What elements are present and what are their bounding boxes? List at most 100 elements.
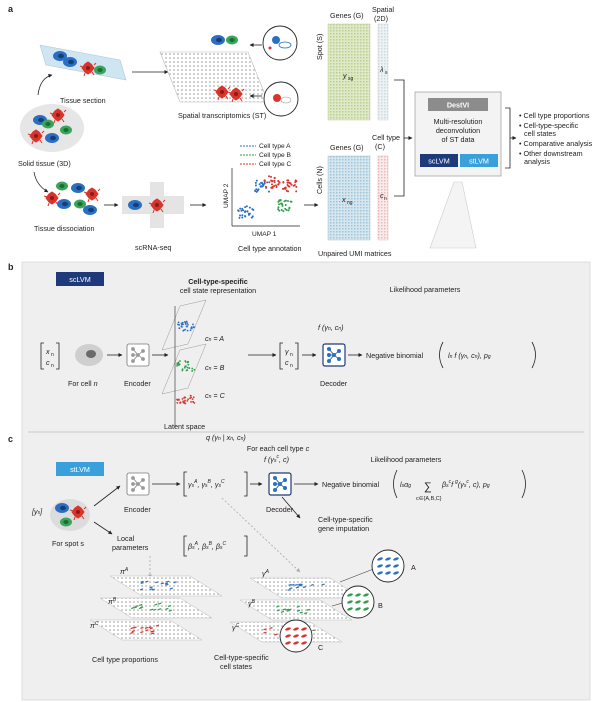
umap-point [287, 179, 290, 182]
cell-state-line2: cell state representation [180, 286, 256, 295]
umap-point [279, 202, 282, 205]
output-2b: cell states [524, 129, 556, 138]
magnified-cell [355, 600, 361, 604]
likelihood-b-label: Likelihood parameters [390, 285, 461, 294]
state-mark [289, 587, 293, 590]
umap-point [239, 214, 242, 217]
gamma-vector: γsA, γsB, γsC [188, 479, 225, 489]
encoder-c-icon [126, 472, 150, 496]
tissue-section-icon [39, 44, 127, 81]
y-sg-label: y [342, 71, 347, 80]
state-mark [310, 583, 314, 586]
x-ng-sub: ng [347, 200, 353, 206]
outputs-list: • Cell type proportions • Cell-type-spec… [519, 111, 593, 166]
legend-type-b: Cell type B [259, 152, 291, 159]
scrna-seq-label: scRNA-seq [135, 243, 171, 252]
sum-symbol: ∑ [424, 481, 432, 493]
umap-point [244, 215, 247, 218]
lambda-s-sub: s [385, 70, 388, 76]
decoder-c-icon [268, 472, 292, 496]
panel-a-letter: a [8, 4, 14, 14]
cell-type-c-line1: Cell type [372, 133, 400, 142]
latent-point [185, 325, 188, 328]
latent-point [191, 398, 194, 401]
latent-point [176, 401, 179, 404]
latent-point [187, 363, 190, 366]
proportion-mark [145, 629, 149, 632]
input-c: c [46, 358, 50, 367]
latent-point [184, 323, 187, 325]
spot-icon [50, 499, 90, 531]
proportion-mark [155, 624, 160, 627]
spatial-2d-line1: Spatial [372, 5, 394, 14]
umap-point [254, 190, 257, 193]
pi-b-label: πB [108, 597, 117, 606]
tissue-section-label: Tissue section [60, 96, 106, 105]
pi-a-label: πA [120, 567, 129, 576]
magnified-cell [293, 627, 299, 631]
state-mark [263, 631, 267, 634]
latent-point [181, 368, 184, 371]
panel-b-letter: b [8, 262, 14, 272]
genes-bottom-label: Genes (G) [330, 143, 364, 152]
destvi-desc-2: deconvolution [436, 126, 480, 135]
umap-point [270, 186, 273, 189]
umap-point [248, 206, 251, 209]
umap-point [241, 216, 244, 219]
for-cell-label: For cell n [68, 379, 98, 388]
umap-point [295, 185, 298, 188]
umap-point [275, 185, 278, 188]
latent-point [190, 326, 193, 329]
magnified-cell [377, 564, 383, 568]
magnified-cell [355, 593, 361, 597]
proportion-mark [165, 607, 169, 610]
destvi-sclvm-badge: scLVM [428, 157, 449, 166]
output-3: • Comparative analysis [519, 139, 593, 148]
umap1-label: UMAP 1 [252, 231, 277, 238]
latent-point [183, 366, 186, 369]
spot-s-label: Spot (S) [315, 34, 324, 60]
umap-point [244, 206, 247, 209]
latent-point [184, 399, 186, 402]
cn-a-label: cn = A [205, 334, 224, 343]
state-mark [276, 605, 280, 608]
output-4b: analysis [524, 157, 550, 166]
umap-point [293, 183, 296, 186]
umap-point [277, 183, 280, 186]
umap-point [242, 209, 245, 212]
f-label-c: f (γsc, c) [264, 454, 289, 464]
gamma-n: γ [285, 347, 289, 356]
magnified-cell [363, 600, 369, 604]
latent-point [189, 329, 192, 332]
umap-point [255, 179, 258, 182]
magnified-cell [363, 607, 369, 611]
umap-point [284, 207, 287, 210]
umap-point [271, 180, 274, 183]
latent-space [161, 299, 207, 428]
latent-point [191, 370, 194, 372]
magnified-cell [385, 557, 391, 561]
beta-vector: βsA, βsB, βsC [187, 541, 227, 551]
cell-type-annotation-label: Cell type annotation [238, 244, 302, 253]
state-mark [282, 608, 287, 611]
latent-point [177, 398, 180, 401]
latent-point [182, 400, 185, 403]
latent-point [184, 328, 186, 331]
umap-point [270, 175, 273, 178]
cell-icon [75, 344, 103, 366]
umap-point [270, 183, 273, 186]
latent-point [192, 401, 195, 403]
umap-point [275, 184, 278, 187]
states-line2: cell states [220, 662, 252, 671]
decoder-b-icon [322, 343, 346, 367]
latent-point [186, 366, 189, 369]
state-mark [276, 609, 280, 612]
proportion-mark [155, 581, 159, 584]
umap-point [286, 200, 289, 203]
layer-c-letter: C [318, 643, 323, 652]
local-params-line2: parameters [112, 543, 149, 552]
output-4: • Other downstream [519, 149, 583, 158]
latent-point [192, 396, 195, 399]
latent-point [192, 323, 194, 326]
magnified-cell [347, 600, 353, 604]
